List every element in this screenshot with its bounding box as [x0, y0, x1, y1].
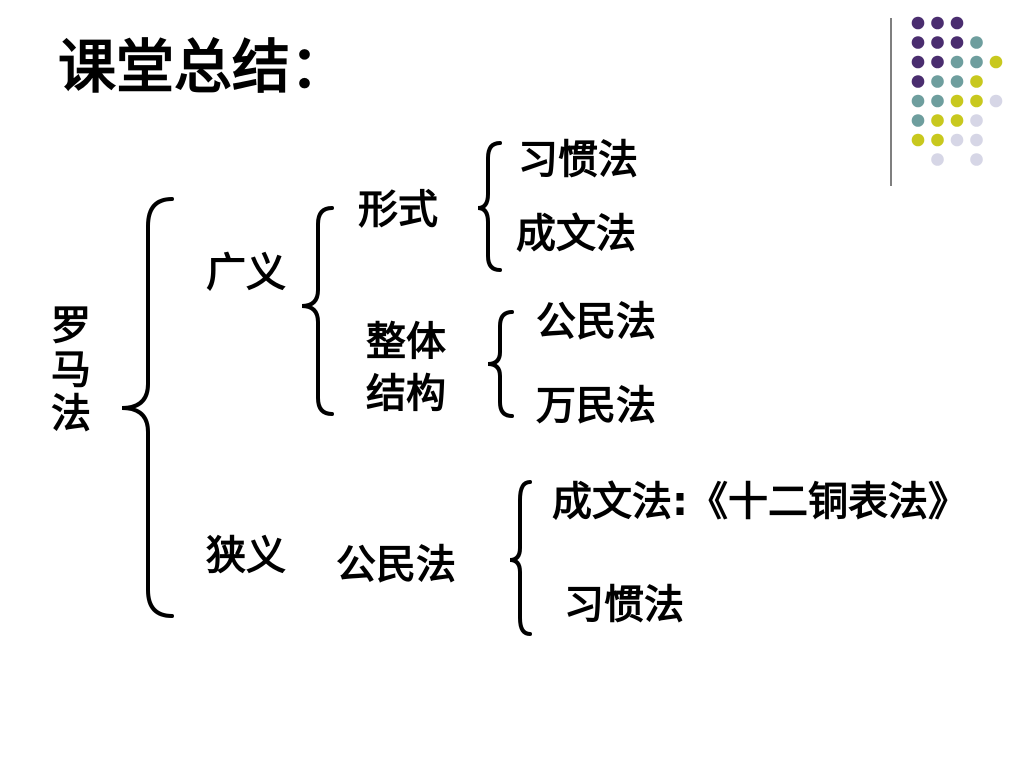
structure-brace	[487, 310, 514, 418]
decorative-dot	[950, 133, 964, 147]
structure-label-line2: 结构	[366, 371, 446, 417]
broad-label: 广义	[206, 250, 286, 296]
decorative-dot	[970, 94, 983, 108]
decorative-dot	[970, 55, 983, 69]
decorative-dot	[970, 36, 983, 49]
decorative-dot	[931, 153, 944, 166]
narrow-label: 狭义	[206, 533, 286, 579]
decorative-dot	[911, 36, 925, 49]
decorative-dot	[911, 55, 925, 69]
decorative-dot	[970, 133, 983, 147]
decorative-dot	[911, 16, 925, 30]
form-brace	[477, 141, 502, 272]
decorative-dot	[950, 94, 964, 108]
narrow-custom: 习惯法	[564, 582, 684, 628]
form-item-custom: 习惯法	[518, 137, 638, 183]
broad-brace	[301, 206, 334, 416]
decorative-dot	[950, 75, 964, 88]
narrow-written: 成文法:《十二铜表法》	[552, 482, 968, 522]
structure-label: 整体 结构	[366, 316, 446, 420]
decorative-dot	[931, 36, 944, 49]
root-label: 罗马法	[51, 303, 91, 437]
decorative-dot	[950, 36, 964, 49]
form-item-written: 成文法	[516, 211, 636, 257]
narrow-written-detail: :《十二铜表法》	[672, 479, 968, 525]
decorative-dot	[950, 55, 964, 69]
decorative-dot	[970, 153, 983, 166]
narrow-sub-label: 公民法	[336, 542, 456, 588]
decorative-dot	[989, 94, 1003, 108]
decorative-dot	[950, 16, 964, 30]
structure-item-civil: 公民法	[536, 299, 656, 345]
decorative-dot	[931, 16, 944, 30]
decorative-dot	[970, 75, 983, 88]
decorative-dot	[931, 55, 944, 69]
decorative-dot	[931, 75, 944, 88]
decorative-dot	[931, 114, 944, 127]
decorative-dot	[950, 114, 964, 127]
decorative-dot	[970, 114, 983, 127]
decorative-dot	[911, 75, 925, 88]
structure-label-line1: 整体	[366, 319, 446, 365]
page-title: 课堂总结：	[58, 33, 349, 101]
structure-item-gentium: 万民法	[536, 383, 656, 429]
decorative-dot	[931, 133, 944, 147]
decorative-dot	[931, 94, 944, 108]
decorative-dot	[911, 94, 925, 108]
decorative-dot	[911, 133, 925, 147]
narrow-written-label: 成文法	[552, 479, 672, 525]
narrow-brace	[509, 480, 532, 636]
decorative-dot	[911, 114, 925, 127]
form-label: 形式	[358, 187, 438, 233]
root-brace	[121, 197, 174, 618]
decorative-dot	[989, 55, 1003, 69]
